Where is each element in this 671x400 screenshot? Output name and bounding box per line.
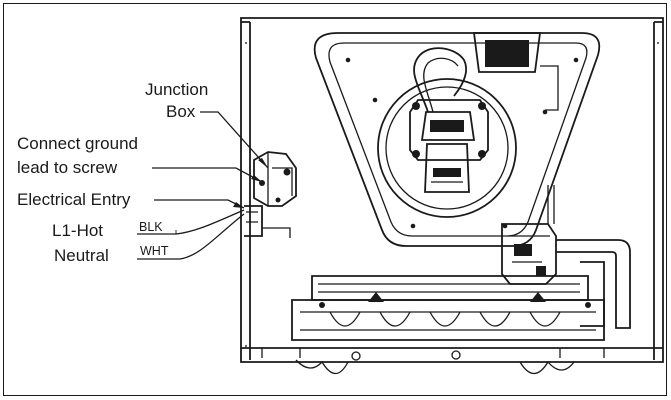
motor-housing-lower	[424, 143, 470, 193]
cabinet-outline	[240, 17, 664, 363]
motor-mount-screw	[478, 102, 486, 110]
electrical-entry-knockout	[246, 211, 258, 223]
burner-box-rails	[300, 311, 596, 331]
motor-body	[420, 111, 476, 141]
burner-screw	[585, 302, 591, 308]
l1-hot-wire-color: BLK	[139, 220, 163, 234]
electrical-entry-label: Electrical Entry	[17, 190, 131, 209]
burner-manifold	[311, 275, 589, 301]
motor-label-plate	[433, 168, 461, 177]
figure-border	[3, 3, 667, 396]
vent-collar-shade	[485, 40, 529, 67]
housing-screw	[345, 57, 351, 63]
blower-wheel-outer	[377, 78, 517, 218]
motor-wire-harness-inner	[423, 57, 459, 113]
ground-arrow	[251, 175, 262, 182]
motor-mount-screw	[412, 102, 420, 110]
junction-box-label-line1: Junction	[145, 80, 208, 99]
neutral-label: Neutral	[54, 246, 109, 265]
base-grommet	[351, 351, 361, 361]
junction-box-bracket	[262, 227, 291, 238]
burner-screw	[319, 302, 325, 308]
l1-hot-label: L1-Hot	[52, 221, 103, 240]
callout-labels: Junction Box Connect ground lead to scre…	[17, 80, 208, 265]
housing-outer	[313, 32, 601, 247]
housing-screw	[573, 57, 579, 63]
housing-inner	[328, 42, 588, 237]
junction-box	[244, 151, 297, 238]
neutral-wire	[137, 213, 245, 260]
junction-box-leader	[200, 111, 269, 169]
burner-box	[291, 299, 605, 341]
furnace-cabinet	[240, 17, 664, 363]
leader-lines	[137, 111, 269, 260]
burner-assembly	[261, 275, 605, 375]
gas-valve-knob	[536, 266, 546, 276]
motor-wire-harness	[413, 47, 467, 113]
base-grommet	[451, 350, 461, 360]
vent-collar-body	[472, 32, 542, 73]
base-skirt-right	[519, 360, 575, 375]
cabinet-edge-ticks	[245, 42, 659, 347]
housing-screw	[542, 109, 548, 115]
junction-box-body	[253, 151, 297, 207]
housing-screw	[372, 97, 378, 103]
electrical-entry-arrow	[233, 202, 244, 208]
manifold-elbow	[580, 261, 605, 327]
electrical-entry-plate	[244, 205, 263, 237]
inducer-motor	[377, 47, 517, 218]
junction-box-rivet	[275, 197, 281, 203]
inducer-housing	[313, 32, 601, 247]
vent-collar	[472, 32, 559, 224]
gas-valve-detail	[508, 235, 550, 263]
pressure-tube	[540, 65, 559, 111]
burner-ports	[329, 311, 561, 327]
motor-cap	[430, 120, 464, 132]
ground-label-line1: Connect ground	[17, 134, 138, 153]
ground-label-line2: lead to screw	[17, 158, 118, 177]
base-feet	[261, 348, 605, 358]
ground-leader	[152, 167, 263, 183]
junction-box-label-line2: Box	[166, 102, 196, 121]
electrical-entry-leader	[154, 199, 245, 209]
gas-line-bracket	[547, 185, 555, 224]
motor-mount-screw	[412, 150, 420, 158]
gas-supply-pipe	[556, 239, 631, 329]
motor-mount-screw	[478, 150, 486, 158]
base-skirt-left	[295, 359, 349, 375]
junction-box-cover	[272, 167, 293, 196]
burner-manifold-lines	[318, 283, 580, 293]
junction-box-screw	[283, 168, 291, 176]
blower-wheel-inner	[385, 86, 509, 210]
neutral-wire-color: WHT	[140, 244, 169, 258]
housing-screw	[410, 223, 416, 229]
gas-valve-control	[514, 244, 532, 256]
junction-box-arrow	[258, 158, 268, 168]
